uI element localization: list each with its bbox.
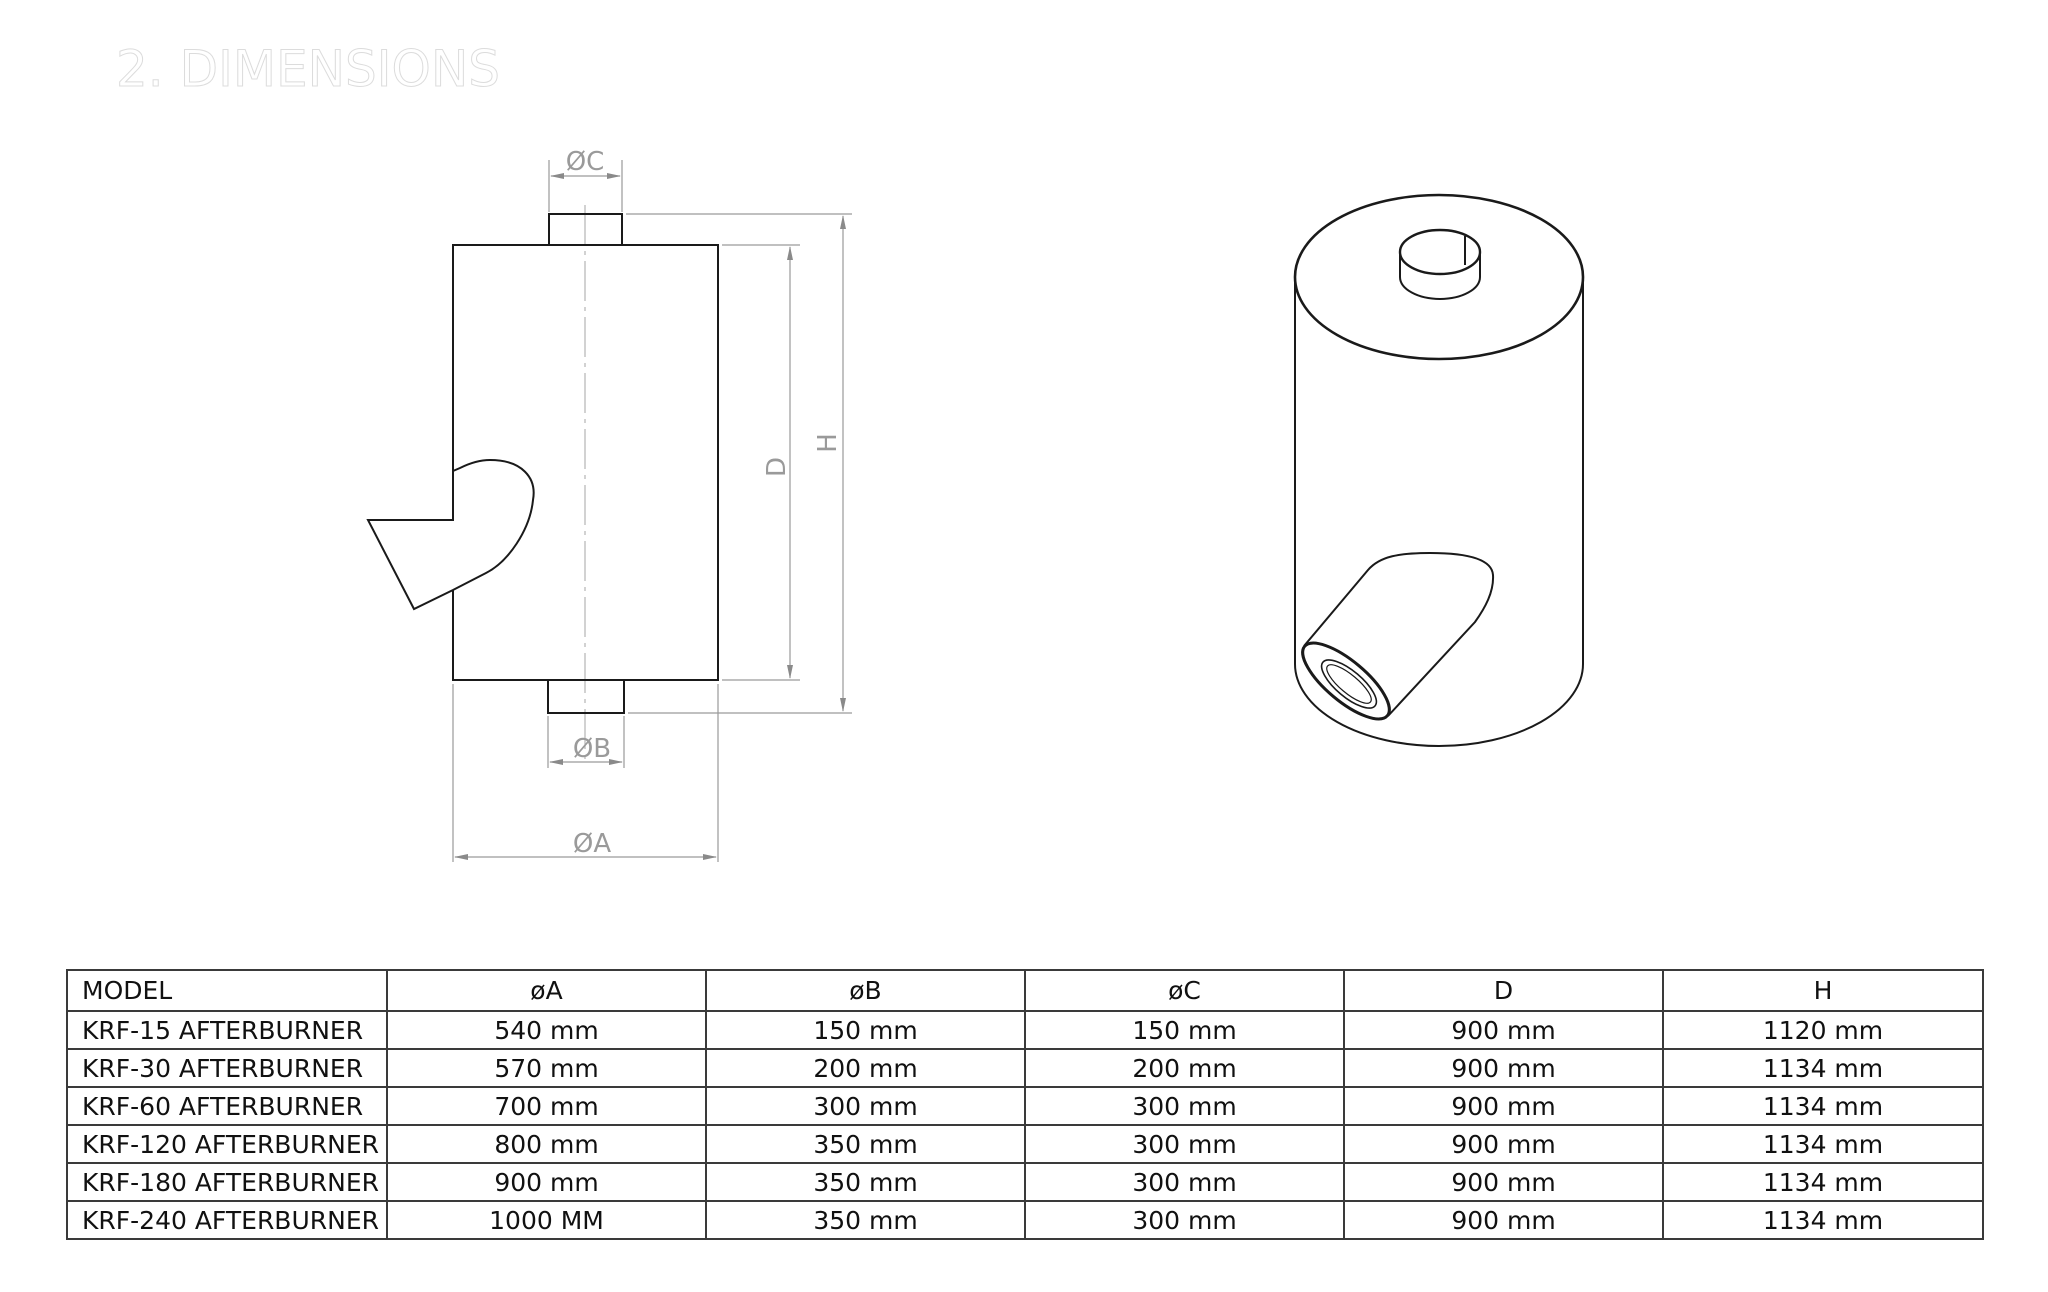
technical-drawing: ØC D H ØB ØA: [366, 147, 1585, 862]
cell-d: 900 mm: [1343, 1162, 1664, 1202]
iso-inlet-nozzle: [1303, 551, 1495, 717]
table-row: KRF-180 AFTERBURNER 900 mm 350 mm 300 mm…: [66, 1162, 1984, 1202]
col-header-dia-a: øA: [386, 969, 707, 1012]
side-inlet-nozzle: [366, 458, 535, 611]
cell-model: KRF-15 AFTERBURNER: [66, 1010, 388, 1050]
dim-label-d: D: [762, 457, 792, 477]
cell-h: 1134 mm: [1662, 1162, 1984, 1202]
cell-dia-a: 800 mm: [386, 1124, 707, 1164]
cell-dia-b: 300 mm: [705, 1086, 1026, 1126]
cell-dia-c: 300 mm: [1024, 1200, 1345, 1240]
col-header-dia-c: øC: [1024, 969, 1345, 1012]
dim-label-a: ØA: [573, 829, 611, 859]
cell-h: 1120 mm: [1662, 1010, 1984, 1050]
cell-dia-a: 900 mm: [386, 1162, 707, 1202]
cell-d: 900 mm: [1343, 1010, 1664, 1050]
page-title: 2. DIMENSIONS: [116, 40, 501, 99]
cell-dia-a: 540 mm: [386, 1010, 707, 1050]
bottom-pipe: [547, 679, 625, 714]
dimensions-table: MODEL øA øB øC D H KRF-15 AFTERBURNER 54…: [66, 969, 1984, 1240]
dim-label-c: ØC: [566, 147, 605, 177]
table-row: KRF-60 AFTERBURNER 700 mm 300 mm 300 mm …: [66, 1086, 1984, 1126]
cell-d: 900 mm: [1343, 1086, 1664, 1126]
cell-model: KRF-240 AFTERBURNER: [66, 1200, 388, 1240]
cell-model: KRF-60 AFTERBURNER: [66, 1086, 388, 1126]
table-row: KRF-15 AFTERBURNER 540 mm 150 mm 150 mm …: [66, 1010, 1984, 1050]
cell-dia-a: 1000 MM: [386, 1200, 707, 1240]
col-header-d: D: [1343, 969, 1664, 1012]
cell-dia-b: 350 mm: [705, 1162, 1026, 1202]
cell-model: KRF-180 AFTERBURNER: [66, 1162, 388, 1202]
cell-dia-b: 350 mm: [705, 1124, 1026, 1164]
cell-dia-b: 150 mm: [705, 1010, 1026, 1050]
cell-model: KRF-120 AFTERBURNER: [66, 1124, 388, 1164]
table-row: KRF-30 AFTERBURNER 570 mm 200 mm 200 mm …: [66, 1048, 1984, 1088]
cell-dia-c: 300 mm: [1024, 1086, 1345, 1126]
table-row: KRF-120 AFTERBURNER 800 mm 350 mm 300 mm…: [66, 1124, 1984, 1164]
cell-d: 900 mm: [1343, 1048, 1664, 1088]
dim-label-b: ØB: [573, 734, 611, 764]
dim-label-h: H: [813, 433, 843, 453]
cell-h: 1134 mm: [1662, 1048, 1984, 1088]
cell-dia-c: 150 mm: [1024, 1010, 1345, 1050]
cell-dia-a: 570 mm: [386, 1048, 707, 1088]
cell-dia-b: 200 mm: [705, 1048, 1026, 1088]
table-header-row: MODEL øA øB øC D H: [66, 969, 1984, 1012]
col-header-h: H: [1662, 969, 1984, 1012]
isometric-view: [1293, 193, 1585, 747]
cell-model: KRF-30 AFTERBURNER: [66, 1048, 388, 1088]
cell-d: 900 mm: [1343, 1200, 1664, 1240]
cell-h: 1134 mm: [1662, 1200, 1984, 1240]
cell-h: 1134 mm: [1662, 1124, 1984, 1164]
cell-dia-a: 700 mm: [386, 1086, 707, 1126]
cell-d: 900 mm: [1343, 1124, 1664, 1164]
cell-dia-c: 300 mm: [1024, 1162, 1345, 1202]
cell-dia-c: 300 mm: [1024, 1124, 1345, 1164]
cell-dia-c: 200 mm: [1024, 1048, 1345, 1088]
top-ellipse: [1293, 193, 1585, 361]
col-header-model: MODEL: [66, 969, 388, 1012]
table-row: KRF-240 AFTERBURNER 1000 MM 350 mm 300 m…: [66, 1200, 1984, 1240]
front-view: ØC D H ØB ØA: [366, 147, 852, 862]
cell-dia-b: 350 mm: [705, 1200, 1026, 1240]
top-pipe: [1399, 252, 1481, 300]
cell-h: 1134 mm: [1662, 1086, 1984, 1126]
col-header-dia-b: øB: [705, 969, 1026, 1012]
